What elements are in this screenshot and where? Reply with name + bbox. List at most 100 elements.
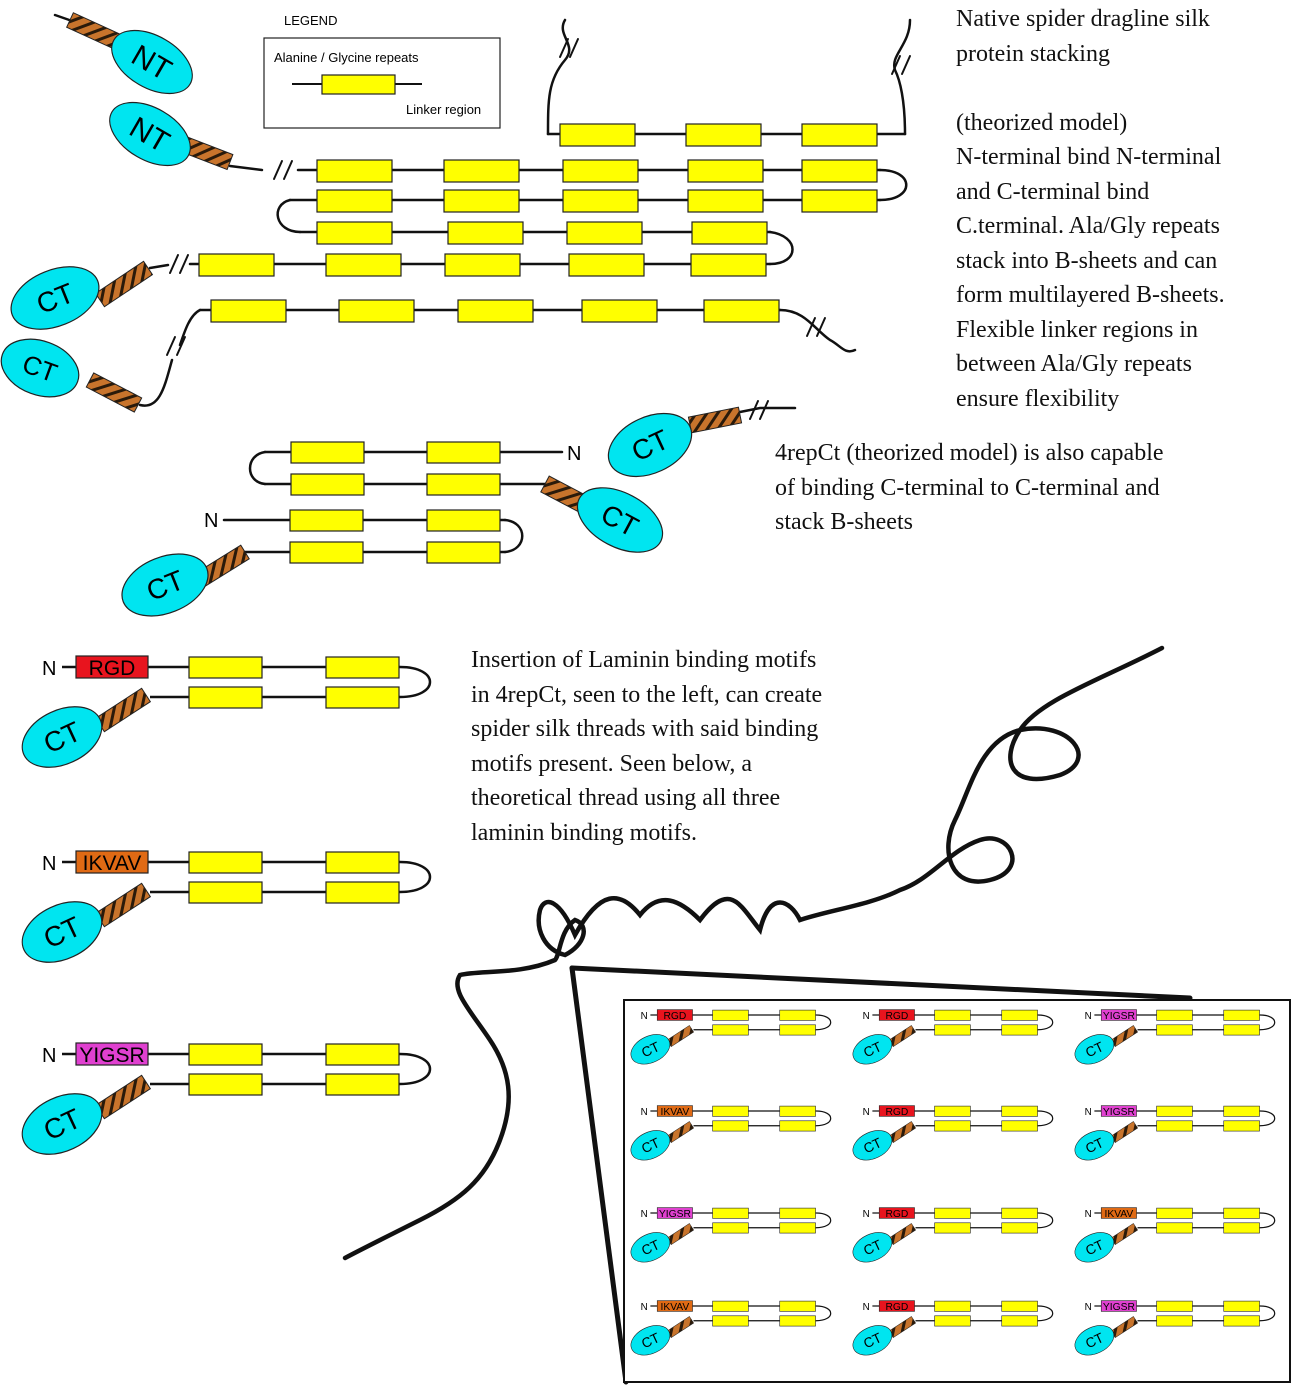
linker-line bbox=[740, 408, 795, 412]
repeat-box bbox=[326, 1074, 399, 1095]
linker-line bbox=[894, 20, 910, 134]
repeat-box bbox=[189, 1044, 262, 1065]
repeat-box bbox=[1002, 1010, 1038, 1020]
repeat-box bbox=[780, 1223, 816, 1233]
n-terminus-label: N bbox=[863, 1209, 870, 1220]
repeat-box bbox=[1157, 1025, 1193, 1035]
repeat-box bbox=[688, 190, 763, 212]
repeat-box bbox=[802, 124, 877, 146]
native-line: ensure flexibility bbox=[956, 382, 1225, 417]
ct-domain: CT bbox=[0, 329, 87, 407]
repeat-box bbox=[1002, 1223, 1038, 1233]
linker-rope-body bbox=[688, 407, 741, 433]
repeat-box bbox=[211, 300, 286, 322]
native-line: Native spider dragline silk bbox=[956, 2, 1225, 37]
linker-rope bbox=[96, 261, 153, 306]
native-line bbox=[956, 71, 1225, 106]
repeat-box bbox=[326, 852, 399, 873]
n-terminus-label: N bbox=[567, 443, 581, 465]
repeat-box bbox=[713, 1010, 749, 1020]
repeat-box bbox=[692, 222, 767, 244]
break-mark bbox=[274, 161, 292, 179]
yigsr-motif-label: YIGSR bbox=[1103, 1011, 1135, 1022]
repeat-box bbox=[1002, 1025, 1038, 1035]
repeat-box bbox=[713, 1025, 749, 1035]
repeat-box bbox=[326, 657, 399, 678]
ikvav-motif-label: IKVAV bbox=[660, 1302, 689, 1313]
linker-rope-body bbox=[86, 373, 141, 412]
native-line: (theorized model) bbox=[956, 106, 1225, 141]
repeat-box bbox=[563, 160, 638, 182]
laminin-line: spider silk threads with said binding bbox=[471, 712, 822, 747]
repeat-box bbox=[935, 1208, 971, 1218]
n-terminus-label: N bbox=[641, 1011, 648, 1022]
repeat-box bbox=[1157, 1208, 1193, 1218]
repeat-box bbox=[189, 657, 262, 678]
n-terminus-label: N bbox=[641, 1107, 648, 1118]
linker-line bbox=[548, 20, 569, 134]
linker-line bbox=[278, 200, 300, 232]
repeat-box bbox=[189, 1074, 262, 1095]
repeat-box bbox=[780, 1208, 816, 1218]
repeat-box bbox=[1157, 1106, 1193, 1116]
repeat-box bbox=[326, 1044, 399, 1065]
laminin-description: Insertion of Laminin binding motifsin 4r… bbox=[471, 643, 822, 850]
repeat-box bbox=[290, 510, 363, 531]
n-terminus-label: N bbox=[1085, 1302, 1092, 1313]
repeat-box bbox=[686, 124, 761, 146]
n-terminus-label: N bbox=[42, 853, 56, 875]
repeat-box bbox=[713, 1301, 749, 1311]
repeat-box bbox=[1002, 1301, 1038, 1311]
rgd-motif-label: RGD bbox=[885, 1302, 908, 1313]
zoom-line bbox=[572, 968, 1190, 998]
repeat-box bbox=[317, 160, 392, 182]
repeat-box bbox=[935, 1106, 971, 1116]
repeat-box bbox=[567, 222, 642, 244]
repeat-box bbox=[1224, 1025, 1260, 1035]
repeat-box bbox=[802, 190, 877, 212]
n-terminus-label: N bbox=[204, 510, 218, 532]
yigsr-motif-label: YIGSR bbox=[1103, 1302, 1135, 1313]
repeat-box bbox=[326, 254, 401, 276]
ct-domain: CT bbox=[13, 1082, 112, 1166]
repeat-box bbox=[935, 1223, 971, 1233]
repeat-box bbox=[444, 160, 519, 182]
yigsr-motif-label: YIGSR bbox=[1103, 1107, 1135, 1118]
n-terminus-label: N bbox=[42, 658, 56, 680]
repeat-box bbox=[1224, 1301, 1260, 1311]
repeat-box bbox=[780, 1025, 816, 1035]
inset-grid: NRGDCTNRGDCTNYIGSRCTNIKVAVCTNRGDCTNYIGSR… bbox=[624, 1000, 1290, 1382]
native-line: Flexible linker regions in bbox=[956, 313, 1225, 348]
ikvav-motif-label: IKVAV bbox=[1104, 1209, 1133, 1220]
nt-domain: NT bbox=[101, 17, 203, 106]
repeat-box bbox=[935, 1025, 971, 1035]
native-line: C.terminal. Ala/Gly repeats bbox=[956, 209, 1225, 244]
repeat-box bbox=[780, 1316, 816, 1326]
n-terminus-label: N bbox=[641, 1209, 648, 1220]
nt-domain: NT bbox=[99, 89, 201, 178]
repeat-box bbox=[1002, 1208, 1038, 1218]
repeat-box bbox=[290, 542, 363, 563]
n-terminus-label: N bbox=[1085, 1209, 1092, 1220]
yigsr-motif-label: YIGSR bbox=[659, 1209, 691, 1220]
repeat-box bbox=[780, 1301, 816, 1311]
rgd-motif-label: RGD bbox=[89, 657, 136, 680]
native-description: Native spider dragline silkprotein stack… bbox=[956, 2, 1225, 416]
ct-domain: CT bbox=[13, 695, 112, 779]
repeat-box bbox=[189, 882, 262, 903]
n-terminus-label: N bbox=[1085, 1011, 1092, 1022]
repeat-box bbox=[1224, 1208, 1260, 1218]
repeat-box bbox=[935, 1301, 971, 1311]
repeat-box bbox=[199, 254, 274, 276]
native-line: and C-terminal bind bbox=[956, 175, 1225, 210]
laminin-line: theoretical thread using all three bbox=[471, 781, 822, 816]
repeat-box bbox=[780, 1121, 816, 1131]
n-terminus-label: N bbox=[42, 1045, 56, 1067]
laminin-line: motifs present. Seen below, a bbox=[471, 747, 822, 782]
repeat-box bbox=[713, 1106, 749, 1116]
ct-domain: CT bbox=[2, 255, 108, 341]
repeat-box bbox=[1002, 1106, 1038, 1116]
repeat-box bbox=[445, 254, 520, 276]
legend-repeat-label: Alanine / Glycine repeats bbox=[274, 50, 419, 65]
zoom-line bbox=[572, 968, 626, 1382]
